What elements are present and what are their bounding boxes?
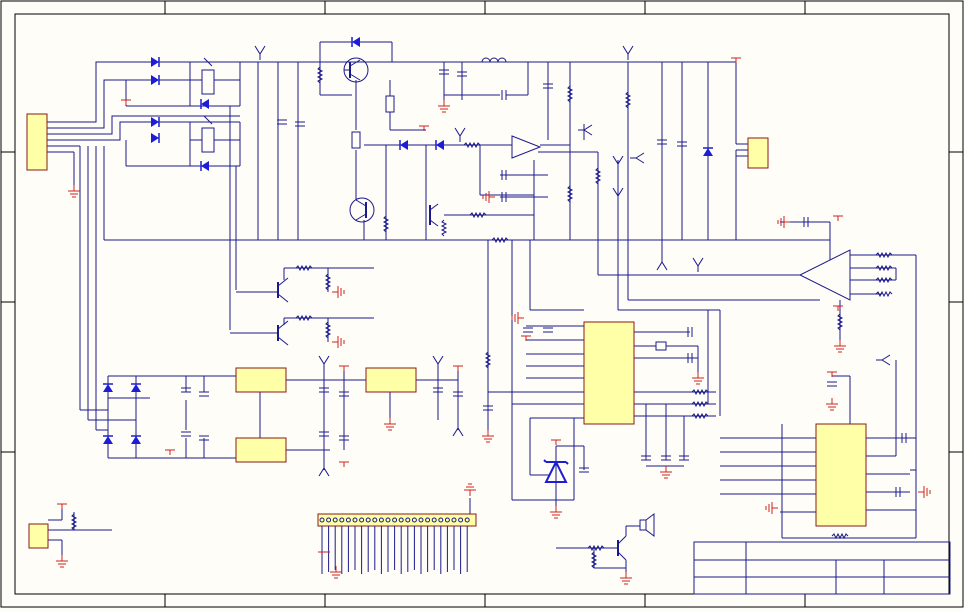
crystal [655,341,667,351]
microcontroller [583,321,635,425]
header-pin [464,517,470,523]
header-pin [352,517,358,523]
aux-connector [28,523,49,549]
speaker-transistor [617,535,627,561]
header-pin [398,517,404,523]
header-pin [372,517,378,523]
resistor-body [385,95,395,113]
output-connector [747,137,769,169]
header-pin [332,517,338,523]
header-pin [365,517,371,523]
voltage-regulator-2 [235,437,287,463]
resistor-body [351,131,361,149]
header-pin [385,517,391,523]
op-amp [511,135,542,159]
relay-k2 [190,115,240,153]
header-pin [345,517,351,523]
header-pin [405,517,411,523]
inductor [481,57,507,63]
pass-transistor [343,57,369,83]
header-pin [425,517,431,523]
comparator [798,249,851,301]
pin-header-pins [319,517,470,574]
tvs-diode [543,459,569,483]
header-pin [431,517,437,523]
header-pin [451,517,457,523]
header-pin [411,517,417,523]
header-pin [418,517,424,523]
header-pin [319,517,325,523]
header-pin [458,517,464,523]
voltage-regulator-3 [365,367,417,393]
header-pin [339,517,345,523]
title-block [693,541,951,595]
header-pin [392,517,398,523]
header-pin [378,517,384,523]
audio-ic [815,423,867,527]
small-transistor [429,203,439,227]
driver-transistor [349,197,375,223]
voltage-regulator-1 [235,367,287,393]
relay-k1 [190,57,240,95]
header-pin [359,517,365,523]
header-pin [438,517,444,523]
schematic-wires [47,41,917,572]
switch-transistor-2 [277,320,289,346]
speaker-icon [639,513,655,537]
input-connector [26,113,48,171]
switch-transistor-1 [277,277,289,303]
header-pin [444,517,450,523]
header-pin [326,517,332,523]
